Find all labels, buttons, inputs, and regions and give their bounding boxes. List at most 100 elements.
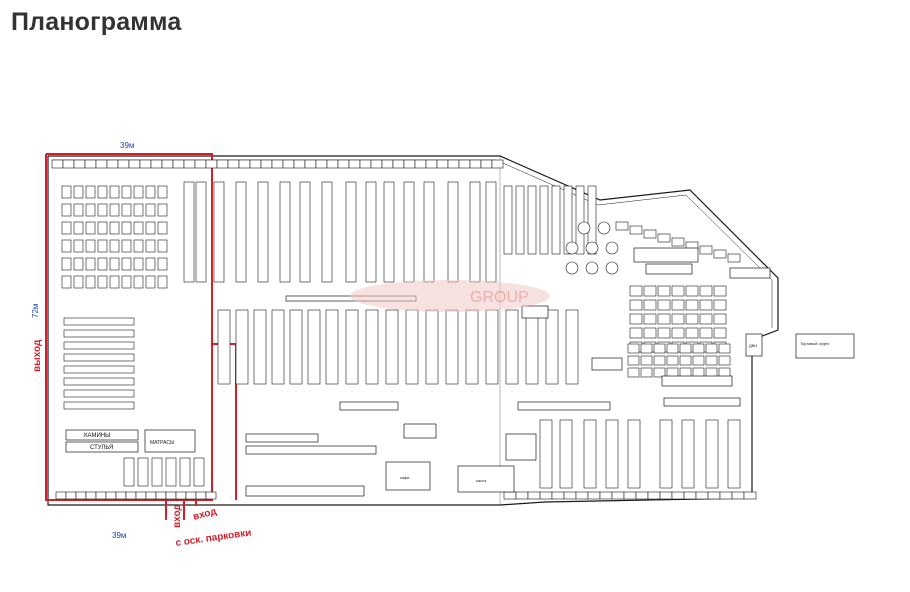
rack-cell: [157, 185, 168, 199]
rack-cell: [381, 159, 394, 169]
rack-cell: [385, 309, 399, 385]
rack-cell: [121, 257, 132, 271]
rack-cell: [260, 159, 273, 169]
dimension-bottom: 39м: [112, 531, 126, 540]
rack-cell: [63, 365, 135, 374]
rack-cell: [505, 309, 519, 385]
rack-cell: [95, 159, 108, 169]
rack-cell: [685, 299, 699, 311]
rack-cell: [659, 419, 673, 489]
rack-cell: [683, 491, 697, 500]
rack-cell: [659, 491, 673, 500]
round-table: [565, 241, 579, 255]
rack-cell: [145, 203, 156, 217]
rack-cell: [145, 221, 156, 235]
rack-cell: [647, 491, 661, 500]
rack-cell: [657, 299, 671, 311]
rack-cell: [85, 203, 96, 217]
rack-cell: [465, 309, 479, 385]
rack-cell: [583, 419, 597, 489]
rack-cell: [692, 343, 705, 354]
rack-cell: [643, 285, 657, 297]
rack-cell: [61, 275, 72, 289]
rack-cell: [635, 491, 649, 500]
cameras-label: КАМИНЫ: [84, 433, 110, 439]
rack-cell: [563, 491, 577, 500]
rack-cell: [539, 419, 553, 489]
rack-cell: [445, 309, 459, 385]
rack-cell: [480, 159, 493, 169]
rack-cell: [551, 185, 561, 255]
rack-cell: [718, 343, 731, 354]
rack-cell: [121, 203, 132, 217]
rack-cell: [183, 159, 196, 169]
rack-cell: [705, 355, 718, 366]
rack-cell: [145, 185, 156, 199]
rack-cell: [469, 181, 481, 283]
rack-cell: [157, 221, 168, 235]
rack-cell: [657, 285, 671, 297]
rack-cell: [133, 257, 144, 271]
rack-cell: [109, 221, 120, 235]
rack-cell: [217, 309, 231, 385]
mattresses-label: МАТРАСЫ: [150, 440, 175, 446]
rack-cell: [109, 185, 120, 199]
rack-cell: [713, 299, 727, 311]
round-table: [605, 241, 619, 255]
rack-cell: [150, 159, 163, 169]
dimension-top: 39м: [120, 141, 134, 150]
rack-cell: [692, 355, 705, 366]
rack-cell: [525, 309, 539, 385]
rack-cell: [193, 457, 205, 487]
rack-cell: [731, 491, 745, 500]
rack-cell: [249, 159, 262, 169]
rack-cell: [719, 491, 733, 500]
rack-cell: [705, 367, 718, 378]
rack-cell: [403, 181, 415, 283]
round-table: [585, 261, 599, 275]
rack-cell: [699, 313, 713, 325]
rack-cell: [55, 491, 67, 500]
rack-cell: [685, 327, 699, 339]
rack-cell: [97, 239, 108, 253]
rack-cell: [63, 389, 135, 398]
rack-cell: [165, 491, 177, 500]
rack-cell: [657, 327, 671, 339]
rack-cell: [105, 491, 117, 500]
rack-cell: [84, 159, 97, 169]
rack-cell: [685, 285, 699, 297]
rack-cell: [565, 309, 579, 385]
rack-cell: [345, 181, 357, 283]
rack-cell: [97, 221, 108, 235]
rack-cell: [629, 327, 643, 339]
rack-cell: [109, 257, 120, 271]
rack-cell: [657, 233, 671, 243]
rack-cell: [671, 237, 685, 247]
rack-cell: [128, 159, 141, 169]
rack-cell: [666, 367, 679, 378]
rack-cell: [85, 257, 96, 271]
rack-cell: [205, 159, 218, 169]
watermark-text: GROUP: [470, 289, 529, 306]
rack-cell: [671, 299, 685, 311]
rack-cell: [326, 159, 339, 169]
rack-cell: [325, 309, 339, 385]
rack-cell: [666, 355, 679, 366]
rack-cell: [109, 239, 120, 253]
rack-cell: [133, 185, 144, 199]
rack-cell: [653, 355, 666, 366]
parking-label: с оск. парковки: [175, 527, 252, 549]
rack-cell: [121, 239, 132, 253]
rack-cell: [491, 159, 504, 169]
rack-cell: [559, 419, 573, 489]
rack-cell: [183, 181, 195, 283]
entrance-label-1: вход: [172, 504, 183, 528]
rack-cell: [539, 491, 553, 500]
rack-cell: [615, 221, 629, 231]
rack-cell: [699, 285, 713, 297]
rack-cell: [145, 257, 156, 271]
rack-cell: [671, 285, 685, 297]
rack-cell: [282, 159, 295, 169]
rack-cell: [51, 159, 64, 169]
rack-cell: [85, 185, 96, 199]
